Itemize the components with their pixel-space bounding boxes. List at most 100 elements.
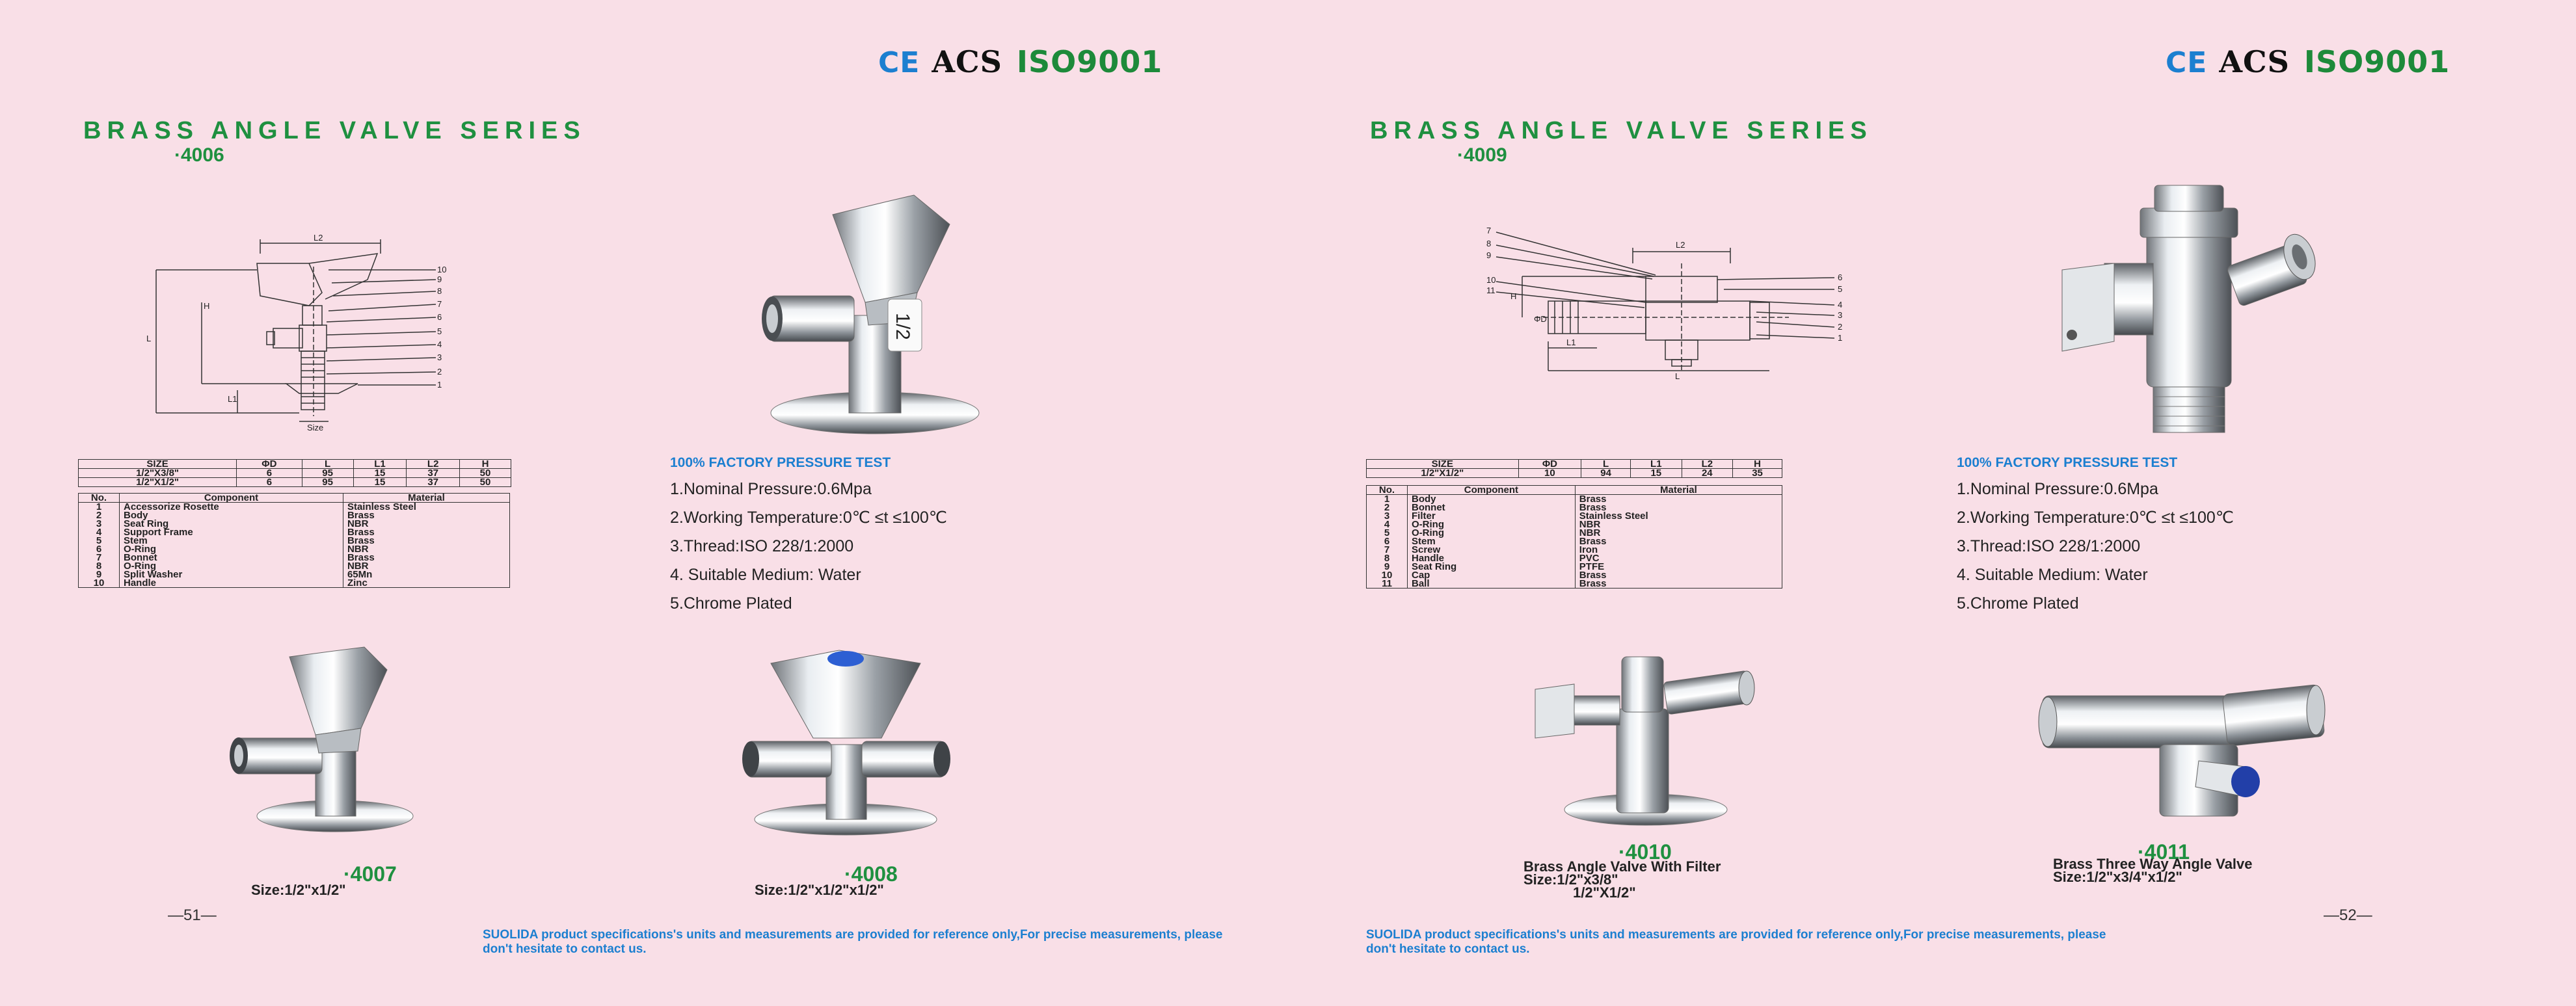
acs-mark: ACS: [2219, 44, 2290, 79]
pressure-test-title: 100% FACTORY PRESSURE TEST: [1957, 455, 2178, 470]
svg-text:4: 4: [1838, 300, 1842, 310]
valve-4008-photo: [742, 650, 950, 836]
valve-4009-drawing: L2 H L L1 ΦD 7 8 9 10 11 6 5 4 3 2 1: [1486, 226, 1842, 381]
svg-text:8: 8: [437, 286, 442, 296]
valve-4009-photo: [2061, 185, 2316, 433]
svg-text:10: 10: [1486, 275, 1496, 285]
svg-text:2: 2: [437, 367, 442, 377]
svg-text:2: 2: [1838, 322, 1842, 332]
valve-4007-photo: [230, 646, 414, 832]
drawing-label-h: H: [204, 301, 209, 311]
feature-item: 2.Working Temperature:0℃ ≤t ≤100℃: [1957, 509, 2234, 527]
drawing-label-l2: L2: [314, 234, 323, 243]
feature-item: 3.Thread:ISO 228/1:2000: [670, 537, 854, 555]
svg-text:3: 3: [437, 352, 442, 362]
svg-text:6: 6: [1838, 272, 1842, 282]
drawing-label-l1: L1: [1566, 338, 1576, 347]
model-code: ·4009: [1457, 144, 1507, 166]
right-page: CE ACS ISO9001 BRASS ANGLE VALVE SERIES ·4…: [1288, 0, 2576, 1006]
svg-text:8: 8: [1486, 239, 1491, 248]
svg-text:3: 3: [1838, 310, 1842, 320]
page-number: —52—: [2324, 907, 2372, 924]
svg-text:9: 9: [437, 274, 442, 284]
ce-mark: CE: [2166, 46, 2208, 79]
size-4008: Size:1/2"x1/2"x1/2": [755, 882, 884, 898]
svg-text:7: 7: [1486, 226, 1491, 235]
size-4010: Size:1/2"x3/8": [1523, 871, 1618, 888]
disclaimer-note: SUOLIDA product specifications's units a…: [1366, 928, 2106, 956]
svg-text:6: 6: [437, 312, 442, 322]
drawing-label-l2: L2: [1676, 240, 1685, 250]
disclaimer-note: SUOLIDA product specifications's units a…: [483, 928, 1223, 956]
series-title: BRASS ANGLE VALVE SERIES: [1370, 117, 1873, 144]
svg-text:1: 1: [437, 380, 442, 390]
svg-text:5: 5: [1838, 284, 1842, 294]
feature-item: 2.Working Temperature:0℃ ≤t ≤100℃: [670, 509, 947, 527]
size-4007: Size:1/2"x1/2": [251, 882, 346, 898]
svg-text:7: 7: [437, 299, 442, 309]
feature-list: 1.Nominal Pressure:0.6Mpa 2.Working Temp…: [670, 475, 947, 618]
svg-text:5: 5: [437, 326, 442, 336]
drawing-label-l1: L1: [228, 394, 237, 404]
size-4011: Size:1/2"x3/4"x1/2": [2053, 869, 2182, 885]
feature-item: 3.Thread:ISO 228/1:2000: [1957, 537, 2141, 555]
feature-item: 5.Chrome Plated: [1957, 594, 2079, 613]
feature-list: 1.Nominal Pressure:0.6Mpa 2.Working Temp…: [1957, 475, 2234, 618]
svg-text:10: 10: [437, 265, 446, 274]
svg-text:9: 9: [1486, 250, 1491, 260]
size-4010-alt: 1/2"X1/2": [1573, 884, 1636, 901]
size-engraving: 1/2: [892, 313, 913, 340]
pressure-test-title: 100% FACTORY PRESSURE TEST: [670, 455, 891, 470]
model-4010: ·4010: [1618, 840, 1672, 864]
ce-mark: CE: [878, 46, 920, 79]
certification-logos: CE ACS ISO9001: [2166, 44, 2450, 79]
valve-4006-photo: 1/2: [762, 194, 980, 434]
page-number: —51—: [168, 907, 217, 924]
drawing-label-l: L: [146, 334, 151, 343]
drawing-label-d: ΦD: [1534, 314, 1547, 324]
svg-text:11: 11: [1486, 285, 1496, 295]
drawing-label-l: L: [1675, 371, 1680, 381]
feature-item: 5.Chrome Plated: [670, 594, 792, 613]
feature-item: 1.Nominal Pressure:0.6Mpa: [1957, 480, 2158, 498]
iso-mark: ISO9001: [2303, 44, 2450, 79]
feature-item: 4. Suitable Medium: Water: [1957, 566, 2148, 584]
feature-item: 1.Nominal Pressure:0.6Mpa: [670, 480, 872, 498]
valve-4006-drawing: L2 H L L1 Size 10 9 8 7 6 5 4 3 2 1: [146, 234, 446, 432]
feature-item: 4. Suitable Medium: Water: [670, 566, 861, 584]
model-4007: ·4007: [343, 862, 397, 886]
acs-mark: ACS: [932, 44, 1002, 79]
name-4010: Brass Angle Valve With Filter: [1523, 858, 1721, 875]
drawing-label-size: Size: [307, 423, 323, 432]
valve-4010-photo: [1535, 656, 1755, 826]
valve-4011-photo: [2038, 684, 2326, 817]
drawing-label-h: H: [1510, 291, 1516, 301]
model-4011: ·4011: [2138, 840, 2190, 864]
series-title: BRASS ANGLE VALVE SERIES: [83, 117, 586, 144]
